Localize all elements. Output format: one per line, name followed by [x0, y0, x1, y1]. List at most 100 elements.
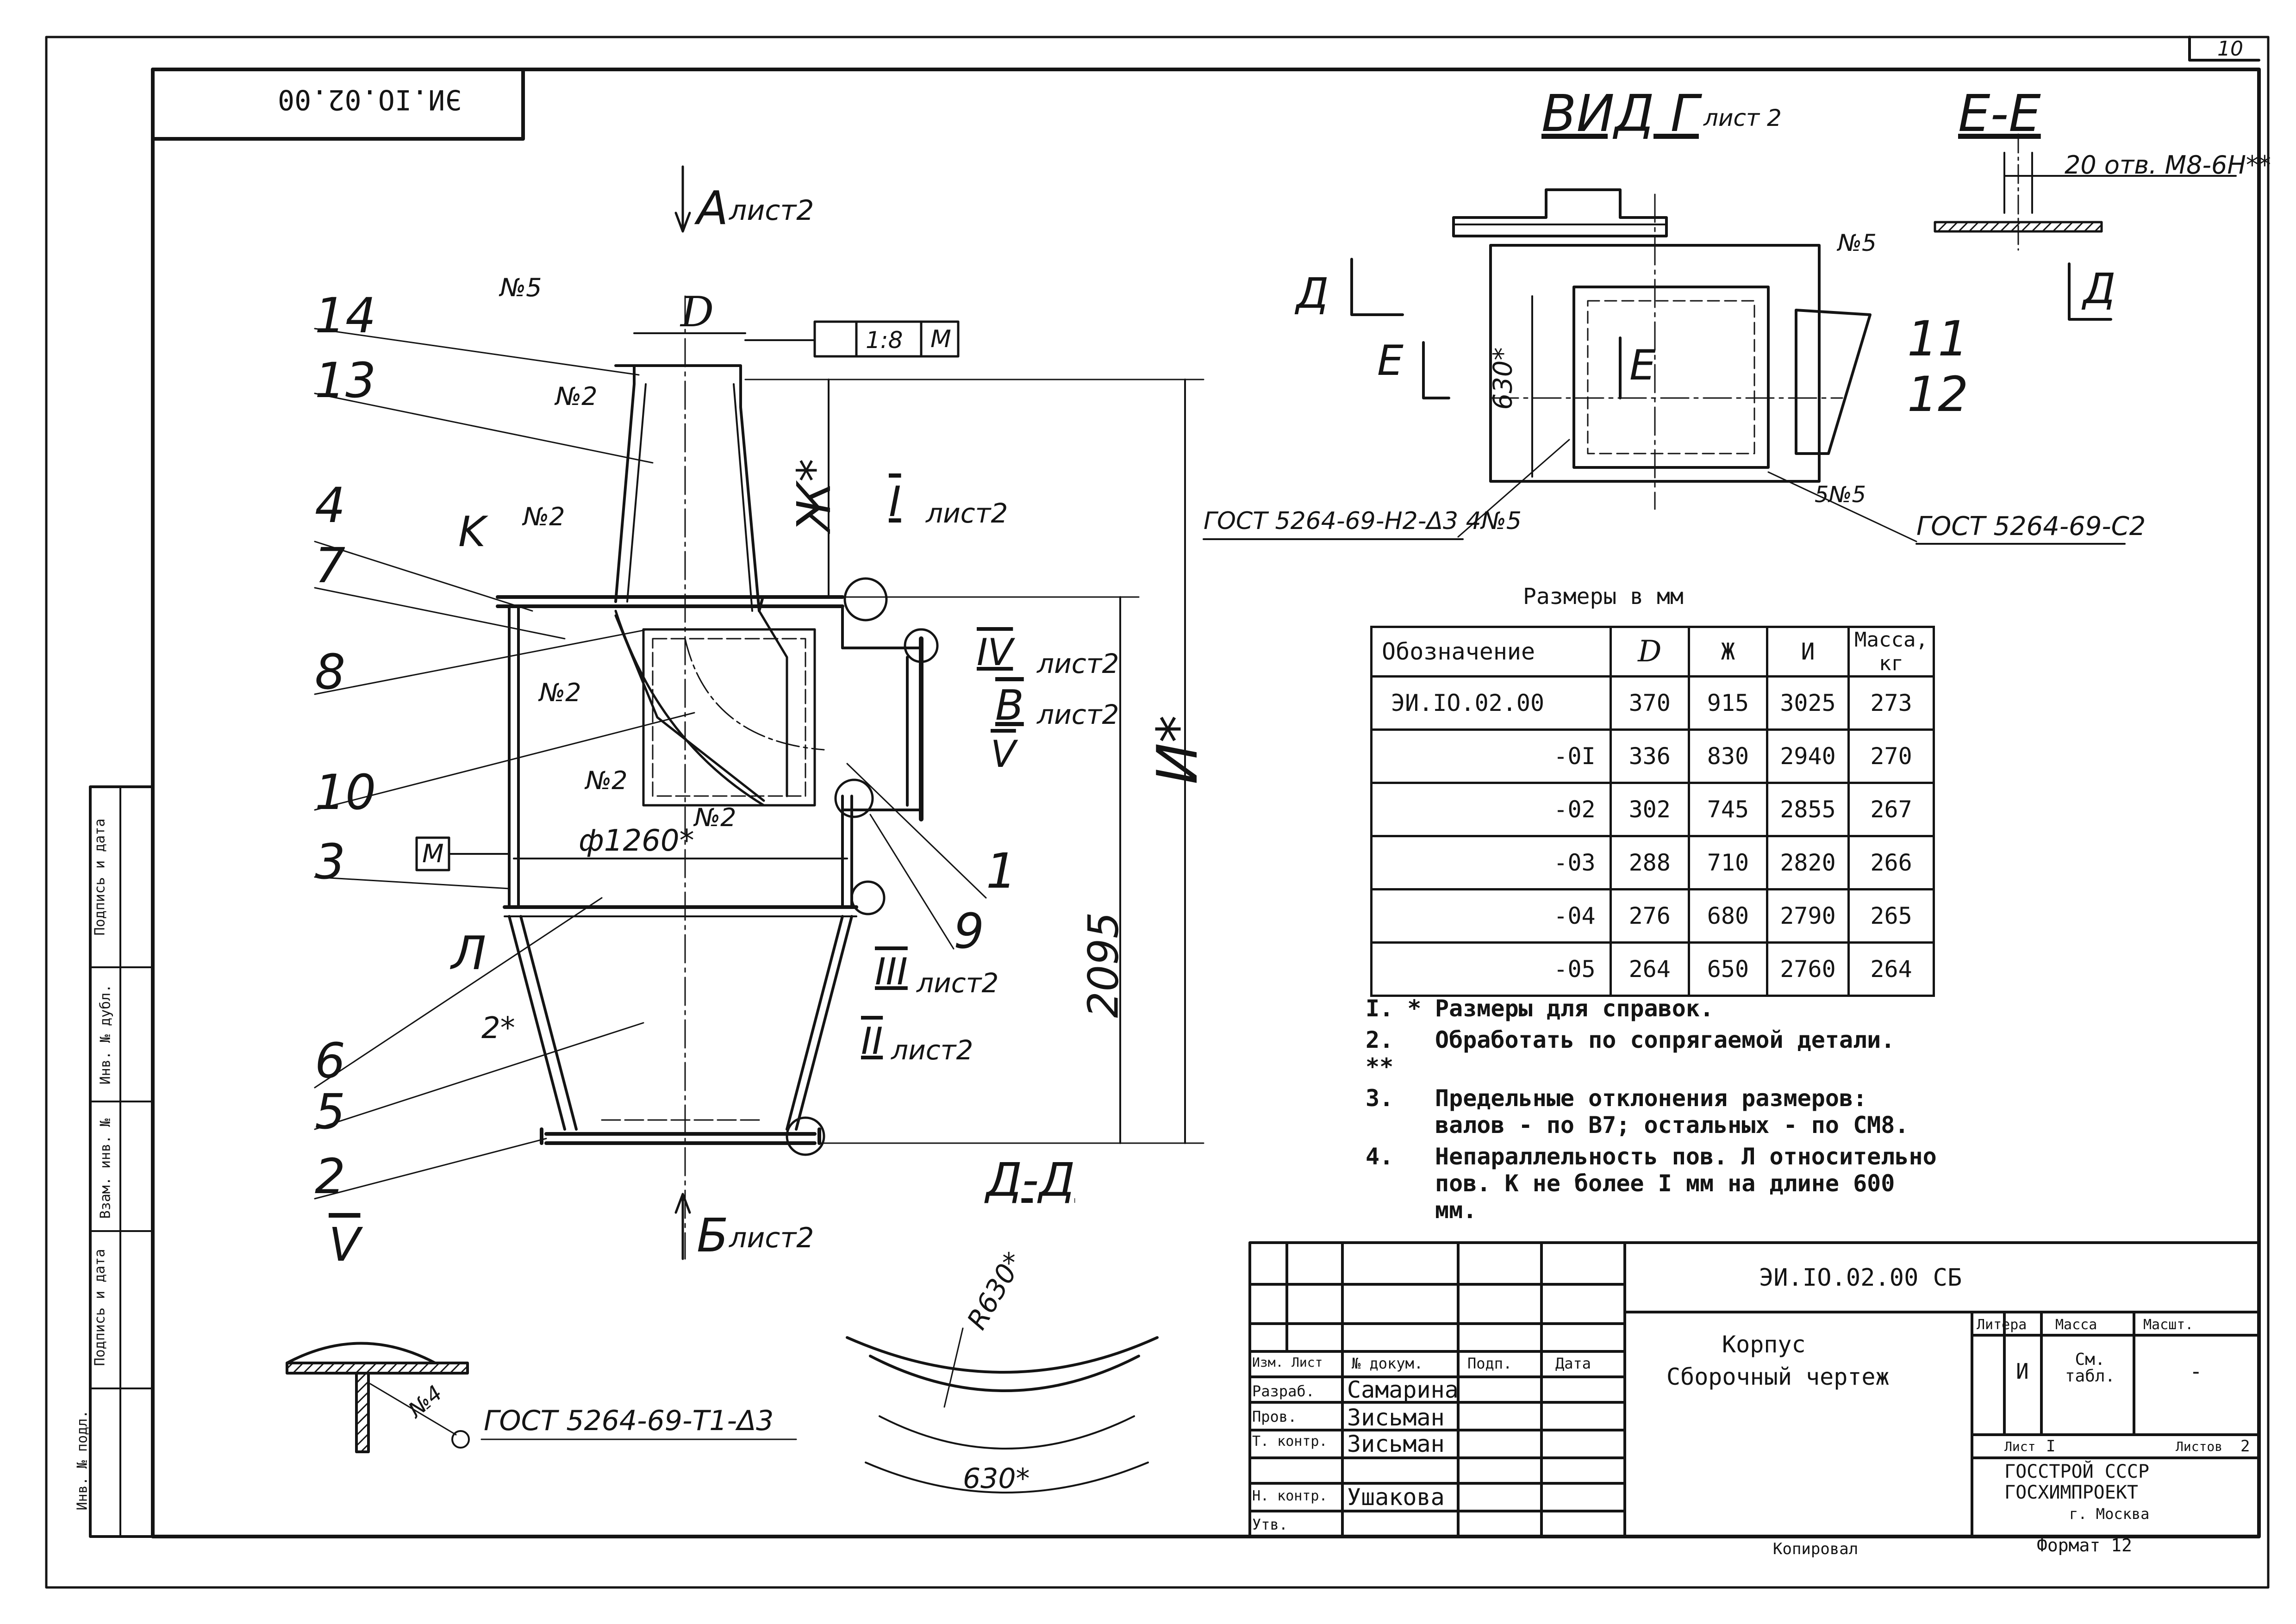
- weld-n2-a: №2: [555, 382, 598, 411]
- side-stamp-4: Инв. № дубл.: [97, 984, 114, 1085]
- position-5: 5: [315, 1083, 346, 1140]
- side-stamp-1: Инв. № подл.: [74, 1410, 91, 1511]
- tb-litera: Литера: [1977, 1317, 2027, 1333]
- note-item: 3.Предельные отклонения размеров: валов …: [1366, 1085, 2060, 1139]
- dims-header-designation: Обозначение: [1370, 626, 1612, 678]
- table-row: -03 288 710 2820 266: [1370, 835, 1935, 890]
- dims-table: Обозначение D Ж И Масса, кг ЭИ.IO.02.00 …: [1370, 626, 1935, 997]
- dim-i-label: И*: [1145, 715, 1210, 784]
- note-text: Обработать по сопрягаемой детали.: [1435, 1027, 1895, 1053]
- detail-i-sheet: лист2: [926, 498, 1008, 529]
- tb-sheet-label: Лист: [2004, 1439, 2036, 1454]
- tb-org2: ГОСХИМПРОЕКТ: [2004, 1482, 2138, 1503]
- dim-zh-label: Ж*: [786, 459, 841, 532]
- row-zh: 710: [1687, 835, 1769, 890]
- detail-v-ref-sheet: лист2: [1037, 699, 1119, 730]
- row-designation: -03: [1370, 835, 1612, 890]
- note-item: I. * Размеры для справок.: [1366, 995, 2060, 1022]
- top-nozzle-inner: [626, 383, 647, 603]
- note-text: Непараллельность пов. Л относительно пов…: [1435, 1143, 1937, 1224]
- row-zh: 830: [1687, 728, 1769, 784]
- row-zh: 745: [1687, 782, 1769, 837]
- note-text: Размеры для справок.: [1435, 995, 1714, 1022]
- position-7: 7: [315, 537, 346, 594]
- tb-sheets-val: 2: [2240, 1437, 2250, 1456]
- position-3: 3: [315, 834, 346, 890]
- dims-header-i: И: [1766, 626, 1850, 678]
- table-row: -02 302 745 2855 267: [1370, 782, 1935, 837]
- weld-detail-leader: [369, 1383, 457, 1436]
- detail-iv: IV: [977, 631, 1013, 674]
- detail-iii: III: [875, 950, 908, 993]
- row-zh: 680: [1687, 888, 1769, 944]
- view-g-side-flange: [1795, 309, 1872, 455]
- code-box: [151, 68, 525, 141]
- view-g-sheet: лист 2: [1703, 105, 1782, 131]
- row-mass: 273: [1847, 675, 1935, 731]
- dims-header-d: D: [1609, 626, 1690, 678]
- note-key: 4.: [1366, 1143, 1394, 1170]
- outer-frame: [45, 36, 2270, 1589]
- position-8: 8: [315, 644, 346, 700]
- label-d-right: Д: [2083, 265, 2116, 313]
- label-k: K: [458, 508, 486, 556]
- label-e-left: Е: [1377, 336, 1404, 385]
- datum-m-label: M: [422, 839, 444, 868]
- label-l: Л: [451, 926, 487, 980]
- note-text: Предельные отклонения размеров: валов - …: [1435, 1085, 1909, 1139]
- view-g-window-inner: [1587, 300, 1755, 454]
- side-stamp-2: Подпись и дата: [92, 1249, 108, 1366]
- position-12: 12: [1907, 366, 1969, 423]
- position-14: 14: [315, 287, 376, 344]
- side-stamp-frame: [89, 785, 154, 1538]
- dim-1260-label: ф1260*: [579, 824, 694, 858]
- dims-table-caption: Размеры в мм: [1523, 584, 1684, 610]
- dim-2-label: 2*: [481, 1011, 515, 1045]
- detail-circle-ii-bottom: [786, 1116, 825, 1156]
- internal-elbow: [642, 628, 816, 807]
- dims-header-zh: Ж: [1687, 626, 1769, 678]
- weld-n2-c: №2: [539, 678, 581, 707]
- note-item: 4. Непараллельность пов. Л относительно п…: [1366, 1143, 2060, 1224]
- tb-masshtab-val: -: [2190, 1359, 2202, 1384]
- section-ee-title: Е-Е: [1958, 84, 2041, 143]
- page-number-box: [2188, 36, 2260, 62]
- tb-doc-code: ЭИ.IO.02.00 СБ: [1759, 1264, 1962, 1292]
- view-a-sheet: лист2: [729, 194, 814, 227]
- arrow-e-left: [1422, 341, 1450, 399]
- side-stamp-5: Подпись и дата: [92, 818, 108, 936]
- top-flange: [496, 595, 844, 608]
- tb-role-prov: Пров.: [1252, 1408, 1297, 1425]
- detail-circle-iii: [850, 880, 886, 915]
- row-designation: -0I: [1370, 728, 1612, 784]
- arrow-d-right: [2068, 262, 2112, 321]
- table-row: -05 264 650 2760 264: [1370, 941, 1935, 997]
- tb-org3: г. Москва: [2069, 1505, 2150, 1523]
- gost-right: ГОСТ 5264-69-С2: [1916, 511, 2146, 541]
- row-mass: 267: [1847, 782, 1935, 837]
- view-g-window: [1572, 286, 1770, 469]
- section-dd-arc-bottom: [879, 1415, 1135, 1450]
- notes: I. *Размеры для справок. 2. **Обработать…: [1366, 995, 2060, 1228]
- note-key: I. *: [1366, 995, 1422, 1022]
- row-designation: -05: [1370, 941, 1612, 997]
- weld-detail-plate-face: [286, 1362, 469, 1375]
- weld-n2-d: №2: [586, 766, 628, 795]
- row-i: 3025: [1766, 675, 1850, 731]
- tb-sheet-val: I: [2046, 1437, 2056, 1456]
- dims-table-header: Обозначение D Ж И Масса, кг: [1370, 626, 1935, 678]
- position-13: 13: [315, 352, 376, 409]
- row-mass: 265: [1847, 888, 1935, 944]
- weld-n5-view2: 5№5: [1815, 482, 1866, 508]
- weld-detail-rib: [355, 1372, 370, 1453]
- row-i: 2760: [1766, 941, 1850, 997]
- tb-role-tkontr: Т. контр.: [1252, 1433, 1328, 1450]
- detail-ii-sheet: лист2: [891, 1034, 973, 1066]
- tb-col-list: Лист: [1292, 1355, 1323, 1370]
- label-v: V: [329, 1218, 361, 1272]
- tb-col-izm: Изм.: [1252, 1355, 1284, 1370]
- elbow-curve: [614, 610, 788, 807]
- arrow-d-left: [1350, 258, 1404, 316]
- section-dd-arc-outer: [846, 1336, 1159, 1374]
